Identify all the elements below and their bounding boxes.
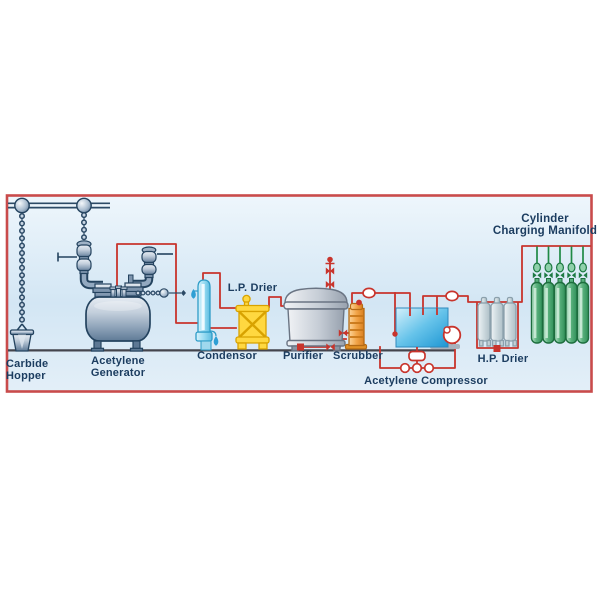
compressor-inlet-stubs bbox=[409, 308, 438, 316]
trolley-ball bbox=[14, 197, 30, 214]
valve-bowtie bbox=[326, 343, 335, 351]
water-drop bbox=[213, 336, 219, 346]
acetylene-generator-figure bbox=[57, 240, 186, 352]
compressor-figure bbox=[395, 307, 460, 349]
label-condensor: Condensor bbox=[197, 350, 257, 362]
valve-oval bbox=[445, 290, 459, 302]
pipe-condensor-to-lpdrier bbox=[202, 272, 237, 309]
gas-cylinder bbox=[530, 246, 544, 344]
generator-level-rod bbox=[135, 288, 186, 298]
pipe-fittings bbox=[297, 256, 501, 374]
drain-valve-square bbox=[297, 343, 304, 351]
label-line: Charging Manifold bbox=[492, 225, 598, 237]
label-line: Cylinder bbox=[521, 213, 569, 225]
gas-cylinder-bank bbox=[530, 246, 590, 344]
relief-valve bbox=[325, 256, 335, 288]
feeder-device-left bbox=[57, 240, 92, 275]
valve-oval bbox=[362, 287, 376, 299]
feeder-device-right bbox=[141, 246, 173, 279]
label-line: Generator bbox=[90, 367, 146, 379]
water-drop bbox=[191, 289, 196, 299]
pipe-compressor-to-hpdrier-and-header bbox=[457, 245, 591, 349]
label-hp-drier: H.P. Drier bbox=[477, 353, 529, 365]
lp-drier-figure bbox=[235, 294, 270, 350]
pipe-generator-to-condensor bbox=[116, 243, 199, 324]
hp-drier-drain-square bbox=[493, 345, 501, 352]
overhead-rail bbox=[8, 197, 110, 214]
valve-circle bbox=[423, 362, 435, 374]
label-line: Acetylene bbox=[91, 355, 145, 367]
scrubber-figure bbox=[344, 299, 368, 350]
carbide-hopper-figure bbox=[9, 323, 35, 352]
compressor-pulley bbox=[443, 326, 451, 334]
gas-cylinder bbox=[565, 246, 578, 344]
label-carbide-hopper: Carbide Hopper bbox=[6, 358, 76, 382]
hp-drier-figure bbox=[477, 296, 518, 347]
purifier-figure bbox=[283, 287, 349, 352]
pipe-compressor-loop bbox=[422, 295, 447, 309]
trolley-ball bbox=[76, 197, 92, 214]
label-acetylene-generator: Acetylene Generator bbox=[68, 355, 168, 379]
label-lp-drier: L.P. Drier bbox=[227, 282, 278, 294]
valve-ball bbox=[392, 331, 398, 337]
label-scrubber: Scrubber bbox=[333, 350, 383, 362]
valve-circle bbox=[411, 362, 423, 374]
pipe-scrubber-to-compressor bbox=[351, 292, 411, 310]
compressor-separator-pot bbox=[408, 350, 426, 362]
gas-cylinder bbox=[542, 246, 555, 344]
valve-bowtie bbox=[338, 329, 348, 337]
label-purifier: Purifier bbox=[282, 350, 324, 362]
compressor-body bbox=[395, 307, 449, 348]
condensor-figure bbox=[191, 279, 219, 351]
label-acetylene-compressor: Acetylene Compressor bbox=[364, 375, 488, 387]
pipe-lpdrier-to-purifier bbox=[268, 296, 286, 308]
scrubber-top-valve-ball bbox=[356, 299, 362, 306]
gas-cylinder bbox=[576, 246, 590, 344]
label-line: Hopper bbox=[6, 370, 46, 382]
label-cylinder-charging-manifold: Cylinder Charging Manifold bbox=[492, 213, 598, 237]
label-line: Carbide bbox=[6, 358, 49, 370]
valve-circle bbox=[399, 362, 411, 374]
